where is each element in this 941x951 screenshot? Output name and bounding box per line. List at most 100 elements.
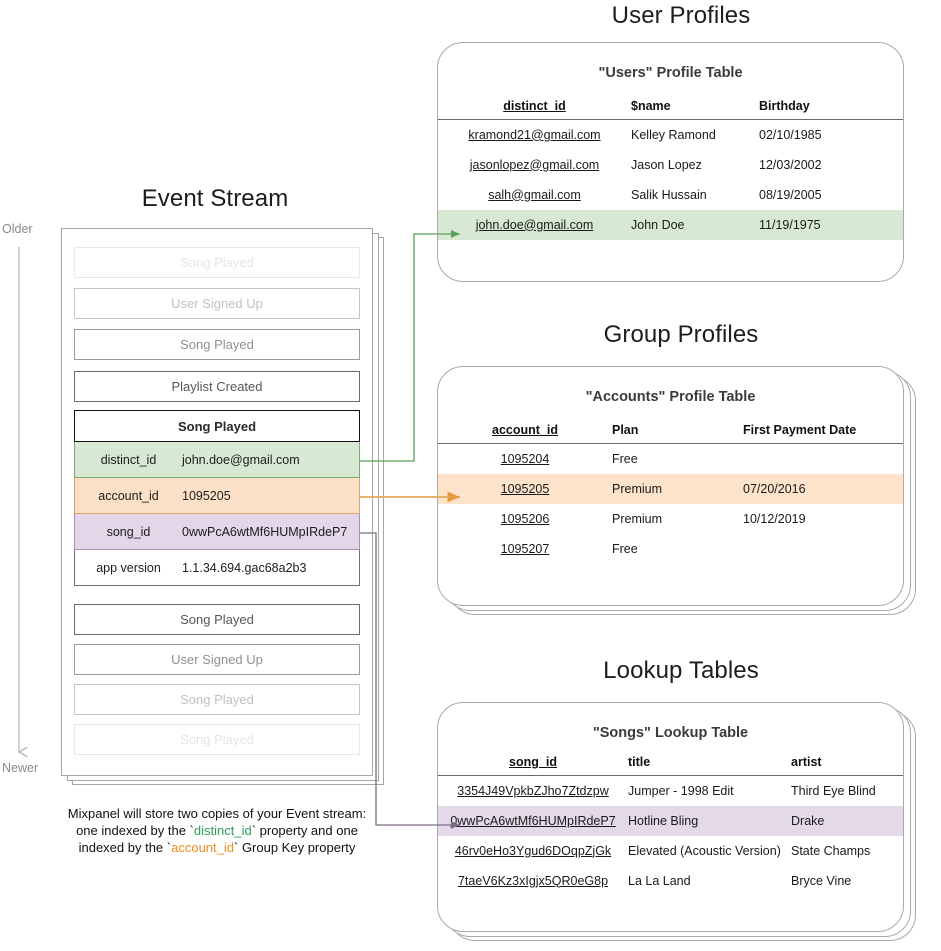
cell-artist: Bryce Vine	[791, 873, 852, 888]
caption-line-3-prefix: indexed by the `	[78, 840, 172, 855]
column-header-distinct-id: distinct_id	[503, 99, 566, 113]
cell-birthday: 02/10/1985	[759, 127, 822, 142]
cell-birthday: 11/19/1975	[759, 209, 903, 240]
event-card[interactable]: User Signed Up	[74, 644, 360, 675]
event-label: User Signed Up	[171, 652, 263, 667]
axis-label-older: Older	[2, 222, 33, 236]
column-header-first-payment-date: First Payment Date	[743, 423, 857, 437]
users-table: distinct_id $name Birthday kramond21@gma…	[438, 87, 903, 240]
event-stream-title: Event Stream	[141, 185, 289, 212]
property-key: distinct_id	[100, 452, 157, 467]
table-header-row: song_id title artist	[438, 743, 903, 776]
caption-line-3: indexed by the `account_id` Group Key pr…	[42, 839, 392, 856]
event-card[interactable]: Song Played	[74, 724, 360, 755]
event-property-song-id: song_id 0wwPcA6wtMf6HUMpIRdeP7	[74, 514, 360, 550]
caption-line-2-suffix: ` property and one	[251, 823, 358, 838]
event-label: Song Played	[180, 732, 254, 747]
event-card[interactable]: Song Played	[74, 604, 360, 635]
table-row[interactable]: kramond21@gmail.com Kelley Ramond 02/10/…	[438, 120, 903, 150]
table-row[interactable]: 3354J49VpkbZJho7Ztdzpw Jumper - 1998 Edi…	[438, 776, 903, 806]
event-label: Playlist Created	[171, 379, 263, 394]
expanded-event-title-text: Song Played	[177, 418, 257, 434]
table-header-row: account_id Plan First Payment Date	[438, 411, 903, 444]
cell-name: Salik Hussain	[631, 187, 707, 202]
cell-account-id: 1095207	[500, 541, 550, 556]
cell-first-payment: 07/20/2016	[743, 473, 903, 504]
event-property-distinct-id: distinct_id john.doe@gmail.com	[74, 442, 360, 478]
cell-song-id: 0wwPcA6wtMf6HUMpIRdeP7	[438, 805, 628, 836]
event-card[interactable]: Song Played	[74, 684, 360, 715]
event-card[interactable]: Playlist Created	[74, 371, 360, 402]
group-profiles-title: Group Profiles	[603, 321, 759, 348]
table-row-highlighted[interactable]: 0wwPcA6wtMf6HUMpIRdeP7 Hotline Bling Dra…	[438, 805, 903, 836]
table-row[interactable]: 1095204 Free	[438, 444, 903, 474]
property-value: 0wwPcA6wtMf6HUMpIRdeP7	[182, 524, 348, 539]
cell-name: Jason Lopez	[631, 157, 702, 172]
column-header-account-id: account_id	[492, 423, 558, 437]
property-key: account_id	[98, 488, 159, 503]
event-card[interactable]: Song Played	[74, 329, 360, 360]
table-row[interactable]: 46rv0eHo3Ygud6DOqpZjGk Elevated (Acousti…	[438, 836, 903, 866]
cell-plan: Premium	[612, 511, 663, 526]
cell-name: Kelley Ramond	[631, 127, 716, 142]
caption-token-distinct-id: distinct_id	[193, 823, 252, 838]
cell-distinct-id: kramond21@gmail.com	[468, 127, 601, 142]
event-card[interactable]: Song Played	[74, 247, 360, 278]
songs-table: song_id title artist 3354J49VpkbZJho7Ztd…	[438, 743, 903, 896]
cell-distinct-id: salh@gmail.com	[488, 187, 581, 202]
cell-account-id: 1095206	[500, 511, 550, 526]
cell-birthday: 08/19/2005	[759, 187, 822, 202]
event-property-account-id: account_id 1095205	[74, 478, 360, 514]
event-label: User Signed Up	[171, 296, 263, 311]
cell-birthday: 12/03/2002	[759, 157, 822, 172]
column-header-artist: artist	[791, 755, 822, 769]
column-header-name: $name	[631, 99, 671, 113]
cell-first-payment	[743, 444, 903, 474]
property-value: 1.1.34.694.gac68a2b3	[182, 560, 307, 575]
cell-title: Hotline Bling	[628, 805, 791, 836]
property-key: song_id	[106, 524, 151, 539]
table-row[interactable]: 7taeV6Kz3xIgjx5QR0eG8p La La Land Bryce …	[438, 866, 903, 896]
table-row-highlighted[interactable]: john.doe@gmail.com John Doe 11/19/1975	[438, 209, 903, 240]
cell-artist: Drake	[791, 805, 903, 836]
table-row[interactable]: 1095207 Free	[438, 534, 903, 564]
users-profile-panel: "Users" Profile Table distinct_id $name …	[437, 42, 904, 282]
column-header-title: title	[628, 755, 651, 769]
cell-plan: Premium	[612, 473, 743, 504]
table-row[interactable]: jasonlopez@gmail.com Jason Lopez 12/03/2…	[438, 150, 903, 180]
cell-account-id: 1095205	[438, 473, 612, 504]
axis-label-newer: Newer	[2, 761, 39, 775]
table-row[interactable]: 1095206 Premium 10/12/2019	[438, 504, 903, 534]
expanded-event-title: Song Played	[74, 410, 360, 442]
cell-title: Jumper - 1998 Edit	[628, 783, 734, 798]
event-label: Song Played	[180, 337, 254, 352]
user-profiles-title: User Profiles	[611, 2, 751, 29]
caption-token-account-id: account_id	[171, 840, 234, 855]
column-header-birthday: Birthday	[759, 99, 810, 113]
accounts-table: account_id Plan First Payment Date 10952…	[438, 411, 903, 564]
caption-line-3-suffix: ` Group Key property	[234, 840, 356, 855]
expanded-event-card[interactable]: Song Played distinct_id john.doe@gmail.c…	[74, 410, 360, 586]
songs-lookup-panel: "Songs" Lookup Table song_id title artis…	[437, 702, 904, 932]
lookup-tables-title: Lookup Tables	[603, 657, 759, 684]
cell-distinct-id: john.doe@gmail.com	[438, 209, 631, 240]
cell-song-id: 46rv0eHo3Ygud6DOqpZjGk	[454, 843, 612, 858]
songs-table-title: "Songs" Lookup Table	[592, 725, 749, 741]
table-row[interactable]: salh@gmail.com Salik Hussain 08/19/2005	[438, 180, 903, 210]
property-value: john.doe@gmail.com	[182, 452, 300, 467]
event-label: Song Played	[180, 255, 254, 270]
table-row-highlighted[interactable]: 1095205 Premium 07/20/2016	[438, 473, 903, 504]
table-header-row: distinct_id $name Birthday	[438, 87, 903, 120]
event-label: Song Played	[180, 612, 254, 627]
event-label: Song Played	[180, 692, 254, 707]
cell-plan: Free	[612, 541, 638, 556]
event-property-app-version: app version 1.1.34.694.gac68a2b3	[74, 550, 360, 586]
cell-plan: Free	[612, 451, 638, 466]
event-card[interactable]: User Signed Up	[74, 288, 360, 319]
accounts-profile-panel: "Accounts" Profile Table account_id Plan…	[437, 366, 904, 606]
cell-artist: State Champs	[791, 843, 871, 858]
column-header-song-id: song_id	[509, 755, 557, 769]
cell-song-id: 7taeV6Kz3xIgjx5QR0eG8p	[457, 873, 609, 888]
accounts-table-title: "Accounts" Profile Table	[585, 389, 756, 405]
